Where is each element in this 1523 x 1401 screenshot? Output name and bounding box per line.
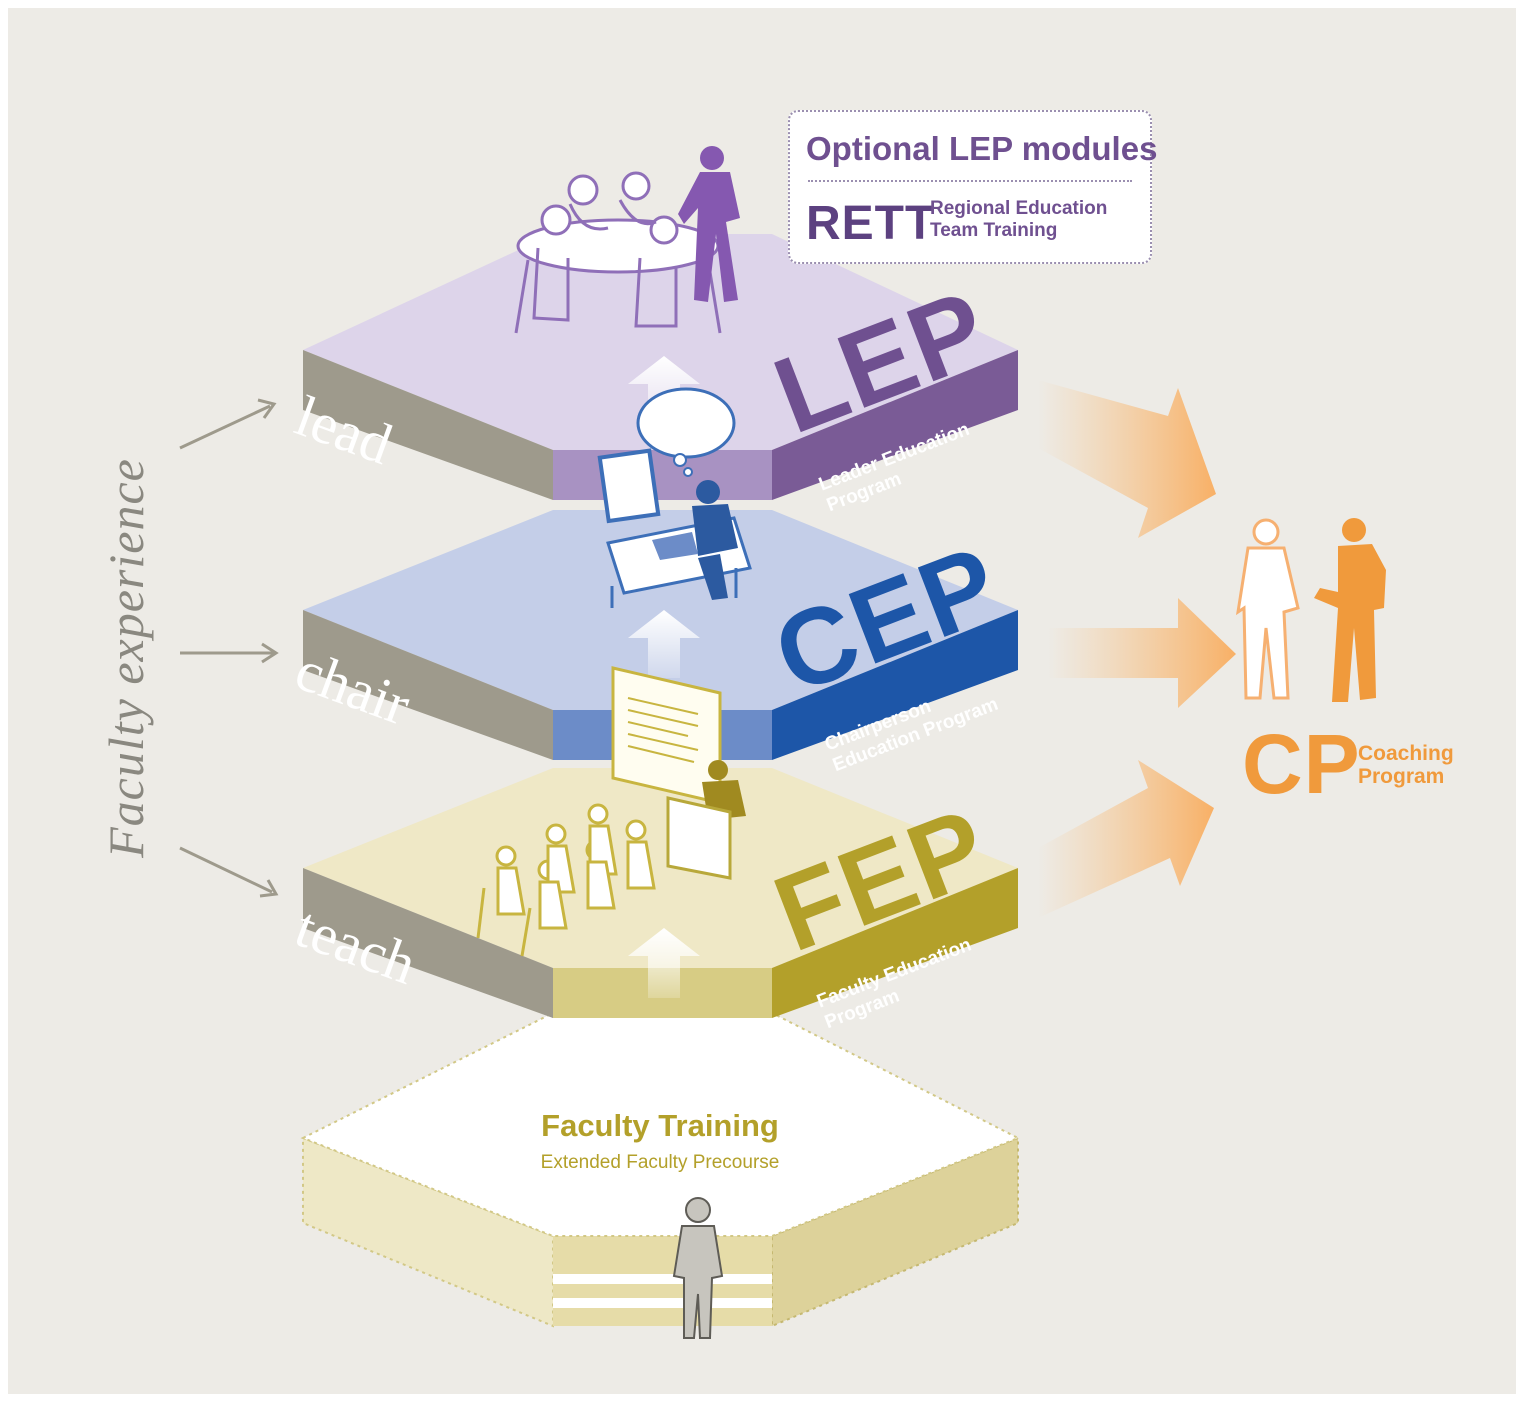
lecture-audience-figure-icon: [476, 666, 746, 957]
standing-person-figure-icon: [672, 1197, 724, 1339]
orange-arrow-fep: [1038, 760, 1214, 918]
optional-modules-divider: [808, 180, 1132, 182]
up-arrow-lep: [628, 356, 700, 426]
axis-label-faculty-experience: Faculty experience: [98, 458, 154, 858]
desk-worker-figure-icon: [597, 387, 752, 608]
standing-presenter-icon: [678, 146, 740, 302]
rett-abbreviation: RETT: [806, 197, 936, 250]
diagram-canvas: Faculty experience lead chair teach LEP …: [8, 8, 1516, 1394]
coaching-pair-figure-icon: [1235, 518, 1386, 702]
rett-full-name: Regional Education Team Training: [930, 198, 1108, 241]
meeting-table-figures-icon: [514, 171, 722, 334]
faculty-training-title: Faculty Training: [541, 1108, 779, 1143]
faculty-training-subtitle: Extended Faculty Precourse: [540, 1152, 780, 1173]
optional-modules-title: Optional LEP modules: [806, 130, 1158, 167]
cp-abbreviation: CP: [1242, 717, 1361, 811]
tier-lep: [303, 234, 1018, 500]
orange-arrow-lep: [1038, 380, 1216, 538]
foundation-platform: [300, 1012, 1021, 1328]
experience-arrows: [179, 398, 279, 898]
orange-arrow-cep: [1048, 598, 1236, 708]
tier-cep: [303, 510, 1018, 760]
cp-full-name: Coaching Program: [1358, 742, 1454, 788]
tier-diagram: [179, 146, 1386, 1339]
up-arrow-cep: [628, 610, 700, 678]
up-arrow-fep: [628, 928, 700, 998]
optional-modules-box: Optional LEP modules RETT Regional Educa…: [788, 110, 1157, 264]
